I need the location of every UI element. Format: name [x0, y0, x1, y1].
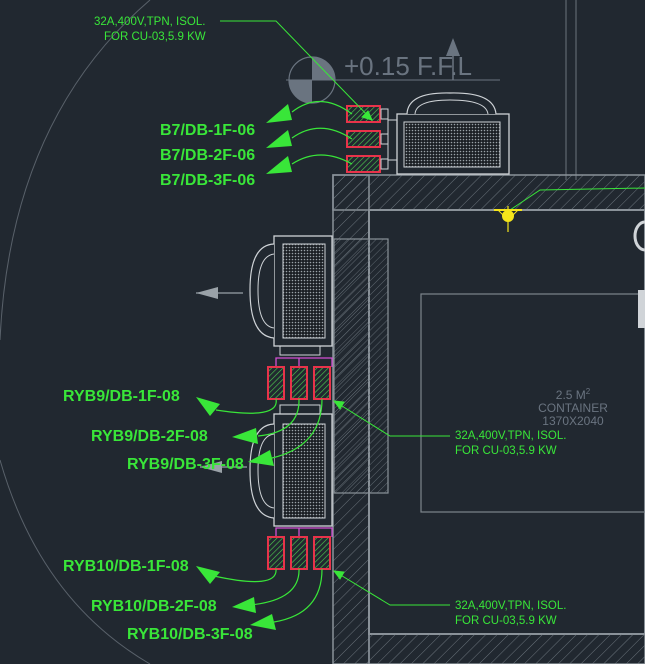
isolator-note-line2: FOR CU-03,5.9 KW: [455, 615, 557, 627]
condensing-unit-icon: [387, 92, 510, 175]
isolator-group-bottom: [267, 527, 333, 570]
isolator-note-line1: 32A,400V,TPN, ISOL.: [455, 430, 566, 442]
isolator-icon: [346, 105, 389, 123]
condensing-unit-icon: [249, 404, 333, 527]
circuit-label: RYB9/DB-1F-08: [63, 388, 180, 405]
background-arc: [0, 0, 151, 341]
isolator-icon: [290, 366, 308, 400]
container-label: CONTAINER: [538, 401, 608, 415]
isolator-icon: [346, 130, 389, 148]
isolator-group-mid: [267, 357, 333, 400]
isolator-note-line1: 32A,400V,TPN, ISOL.: [455, 600, 566, 612]
circuit-label: RYB9/DB-2F-08: [91, 428, 208, 445]
container-size-text: 2.5 M2: [556, 387, 591, 402]
circuit-label: B7/DB-3F-06: [160, 172, 255, 189]
circuit-label: RYB9/DB-3F-08: [127, 456, 244, 473]
isolator-icon: [313, 366, 331, 400]
level-datum-icon: [286, 56, 500, 104]
flow-arrow-icon: [200, 461, 247, 473]
isolator-icon: [290, 536, 308, 570]
circuit-arrowheads: [196, 104, 292, 630]
isolator-icon: [267, 536, 285, 570]
container-dims: 1370X2040: [542, 414, 604, 428]
note-leader-lines: [220, 20, 450, 606]
isolator-icon: [313, 536, 331, 570]
isolator-note-line1: 32A,400V,TPN, ISOL.: [94, 16, 205, 28]
circuit-leaders: [213, 100, 353, 623]
mounting-panel: [333, 238, 389, 494]
isolator-icon: [267, 366, 285, 400]
circuit-label: RYB10/DB-2F-08: [91, 598, 217, 615]
container-outline: [420, 220, 645, 513]
isolator-icon: [346, 155, 389, 173]
circuit-label: B7/DB-1F-06: [160, 122, 255, 139]
isolator-note-line2: FOR CU-03,5.9 KW: [455, 445, 557, 457]
isolator-group-top: [346, 105, 389, 173]
north-arrow-icon: [446, 38, 460, 80]
light-fixture-icon: [494, 206, 522, 232]
isolator-note-line2: FOR CU-03,5.9 KW: [104, 31, 206, 43]
circuit-label: B7/DB-2F-06: [160, 147, 255, 164]
condensing-unit-icon: [249, 235, 333, 356]
circuit-label: RYB10/DB-3F-08: [127, 626, 253, 643]
light-feed-line: [509, 187, 645, 211]
background-arc-lower: [0, 459, 151, 664]
circuit-label: RYB10/DB-1F-08: [63, 558, 189, 575]
flow-arrow-icon: [196, 287, 243, 299]
